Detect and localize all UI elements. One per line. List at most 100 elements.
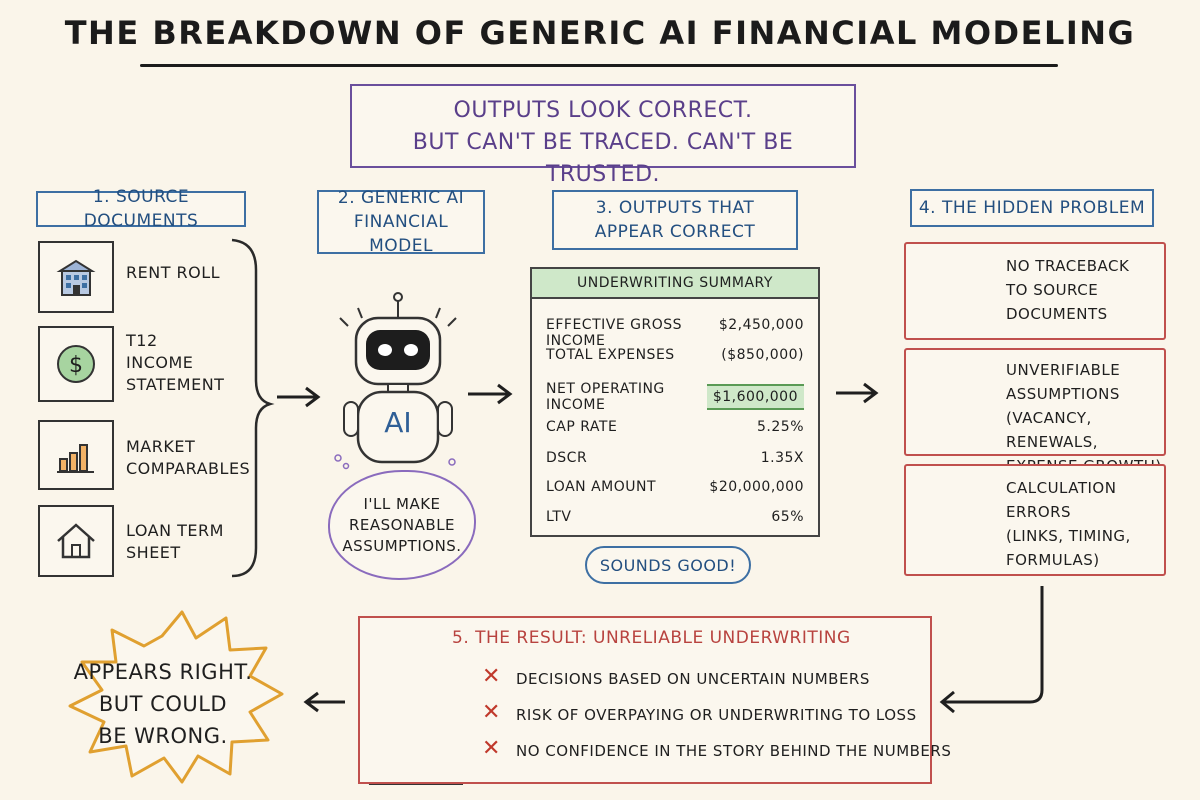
- section-header-source-documents: 1. SOURCE DOCUMENTS: [36, 187, 246, 231]
- banner-line-1: OUTPUTS LOOK CORRECT.: [453, 98, 753, 123]
- page-title: THE BREAKDOWN OF GENERIC AI FINANCIAL MO…: [64, 14, 1136, 52]
- result-item: NO CONFIDENCE IN THE STORY BEHIND THE NU…: [516, 742, 952, 760]
- problem-line: NO TRACEBACK: [1006, 257, 1130, 275]
- problem-box-assumptions: UNVERIFIABLE ASSUMPTIONS (VACANCY, RENEW…: [904, 348, 1166, 475]
- result-item: DECISIONS BASED ON UNCERTAIN NUMBERS: [516, 670, 870, 688]
- section-header-generic-ai: 2. GENERIC AI FINANCIAL MODEL: [317, 188, 485, 256]
- summary-header: UNDERWRITING SUMMARY: [532, 269, 818, 299]
- doc-rent-roll-line-1: RENT ROLL: [126, 263, 221, 282]
- row-label: DSCR: [546, 450, 588, 466]
- section-3-label-line-1: 3. OUTPUTS THAT: [595, 198, 755, 218]
- row-label: CAP RATE: [546, 419, 618, 435]
- doc-loan-label: LOAN TERM SHEET: [126, 520, 224, 564]
- section-header-hidden-problem: 4. THE HIDDEN PROBLEM: [910, 189, 1154, 227]
- doc-loan-line-1: LOAN TERM: [126, 521, 224, 540]
- problem-line: (VACANCY, RENEWALS,: [1006, 409, 1099, 451]
- row-value: 5.25%: [757, 419, 804, 435]
- doc-t12-line-1: T12: [126, 331, 158, 350]
- speech-line-2: REASONABLE: [348, 515, 456, 534]
- robot-icon: [334, 292, 457, 470]
- doc-loan-line-2: SHEET: [126, 543, 181, 562]
- doc-t12-box: $: [38, 326, 114, 402]
- problem-line: (LINKS, TIMING,: [1006, 527, 1131, 545]
- title-underline: [140, 64, 1058, 67]
- doc-t12-line-3: STATEMENT: [126, 375, 225, 394]
- problem-line: TO SOURCE: [1006, 281, 1099, 299]
- svg-text:$: $: [69, 353, 83, 378]
- row-value: 65%: [771, 509, 804, 525]
- section-2-label-line-2: FINANCIAL MODEL: [353, 212, 449, 256]
- section-header-outputs: 3. OUTPUTS THAT APPEAR CORRECT: [552, 190, 798, 250]
- x-mark-icon: ✕: [482, 664, 501, 689]
- summary-row: DSCR 1.35x: [546, 450, 804, 466]
- problem-line: ASSUMPTIONS: [1006, 385, 1120, 403]
- doc-rent-roll-box: [38, 241, 114, 313]
- row-label: LOAN AMOUNT: [546, 479, 657, 495]
- problem-line: FORMULAS): [1006, 551, 1100, 569]
- result-box: [358, 616, 932, 784]
- summary-row-highlighted: NET OPERATING INCOME $1,600,000: [546, 381, 804, 413]
- row-label: EFFECTIVE GROSS INCOME: [546, 317, 682, 349]
- problem-box-calculation: CALCULATION ERRORS (LINKS, TIMING, FORMU…: [904, 464, 1166, 576]
- burst-shape: [68, 610, 284, 784]
- row-label: TOTAL EXPENSES: [546, 347, 675, 363]
- problem-line: ERRORS: [1006, 503, 1072, 521]
- doc-t12-line-2: INCOME: [126, 353, 194, 372]
- doc-market-label: MARKET COMPARABLES: [126, 436, 250, 480]
- speech-line-1: I'LL MAKE: [363, 494, 441, 513]
- burst-line-3: BE WRONG.: [98, 724, 228, 748]
- problem-line: DOCUMENTS: [1006, 305, 1108, 323]
- summary-row: LOAN AMOUNT $20,000,000: [546, 479, 804, 495]
- doc-loan-box: [38, 505, 114, 577]
- burst-text: APPEARS RIGHT. BUT COULD BE WRONG.: [58, 656, 268, 752]
- headline-banner: OUTPUTS LOOK CORRECT. BUT CAN'T BE TRACE…: [350, 84, 856, 187]
- row-value: $20,000,000: [709, 479, 804, 495]
- section-3-label-line-2: APPEAR CORRECT: [594, 222, 756, 242]
- doc-rent-roll-label: RENT ROLL: [126, 262, 220, 284]
- burst-line-2: BUT COULD: [98, 692, 228, 716]
- problem-assumptions-text: UNVERIFIABLE ASSUMPTIONS (VACANCY, RENEW…: [1006, 358, 1164, 478]
- row-label: NET OPERATING INCOME: [546, 381, 665, 413]
- robot-ai-label: AI: [384, 406, 412, 439]
- robot-speech-bubble: I'LL MAKE REASONABLE ASSUMPTIONS.: [328, 470, 476, 580]
- section-4-label: 4. THE HIDDEN PROBLEM: [918, 198, 1146, 218]
- problem-line: CALCULATION: [1006, 479, 1117, 497]
- dollar-icon: $: [57, 345, 95, 383]
- x-mark-icon: ✕: [482, 700, 501, 725]
- source-brace: [231, 238, 275, 578]
- arrow-ai-to-outputs: [468, 383, 513, 405]
- result-item: RISK OF OVERPAYING OR UNDERWRITING TO LO…: [516, 706, 917, 724]
- doc-market-line-1: MARKET: [126, 437, 196, 456]
- arrow-result-to-burst: [303, 691, 345, 713]
- section-2-label-line-1: 2. GENERIC AI: [337, 188, 465, 208]
- arrow-outputs-to-problem: [836, 382, 879, 404]
- summary-row: CAP RATE 5.25%: [546, 419, 804, 435]
- sounds-good-bubble: SOUNDS GOOD!: [585, 546, 751, 584]
- doc-market-box: [38, 420, 114, 490]
- x-mark-icon: ✕: [482, 736, 501, 761]
- banner-line-2: BUT CAN'T BE TRACED. CAN'T BE TRUSTED.: [412, 130, 794, 187]
- problem-calculation-text: CALCULATION ERRORS (LINKS, TIMING, FORMU…: [1006, 476, 1131, 572]
- problem-line: UNVERIFIABLE: [1006, 361, 1121, 379]
- row-value: ($850,000): [721, 347, 804, 363]
- bar-chart-icon: [57, 444, 94, 473]
- problem-box-traceback: NO TRACEBACK TO SOURCE DOCUMENTS: [904, 242, 1166, 340]
- section-1-label: 1. SOURCE DOCUMENTS: [83, 187, 199, 231]
- row-label: LTV: [546, 509, 572, 525]
- row-value-highlighted: $1,600,000: [706, 384, 804, 410]
- arrow-problem-to-result: [939, 586, 1044, 714]
- arrow-docs-to-ai: [277, 386, 321, 408]
- doc-market-line-2: COMPARABLES: [126, 459, 251, 478]
- summary-row: EFFECTIVE GROSS INCOME $2,450,000: [546, 317, 804, 349]
- building-icon: [56, 259, 96, 296]
- summary-row: LTV 65%: [546, 509, 804, 525]
- summary-row: TOTAL EXPENSES ($850,000): [546, 347, 804, 363]
- underwriting-summary-table: UNDERWRITING SUMMARY EFFECTIVE GROSS INC…: [530, 267, 820, 537]
- row-value: $2,450,000: [718, 317, 804, 333]
- speech-line-3: ASSUMPTIONS.: [342, 536, 462, 555]
- row-value: 1.35x: [760, 450, 804, 466]
- result-title: 5. THE RESULT: UNRELIABLE UNDERWRITING: [452, 628, 851, 648]
- house-icon: [57, 523, 95, 559]
- doc-t12-label: T12 INCOME STATEMENT: [126, 330, 224, 396]
- problem-traceback-text: NO TRACEBACK TO SOURCE DOCUMENTS: [1006, 254, 1129, 326]
